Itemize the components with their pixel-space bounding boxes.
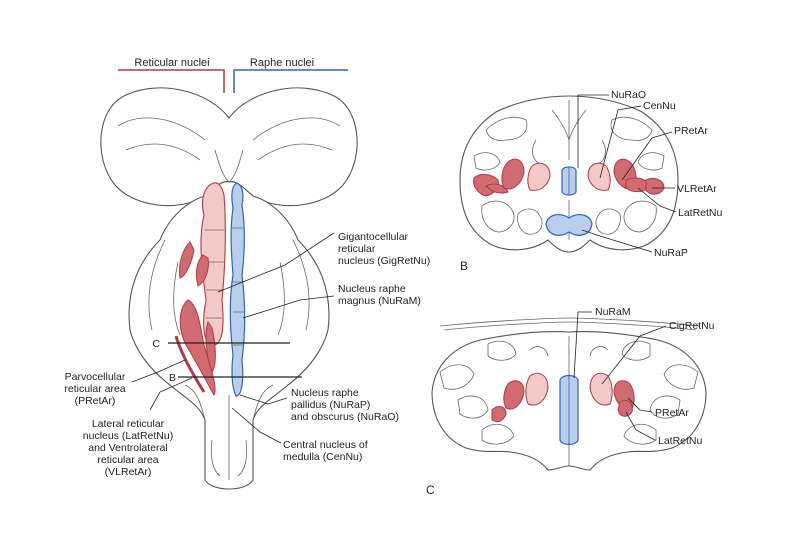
svg-text:Lateral reticular: Lateral reticular (92, 418, 165, 430)
svg-text:and obscurus (NuRaO): and obscurus (NuRaO) (291, 411, 399, 423)
svg-text:reticular area: reticular area (64, 383, 125, 395)
gigantocellular-reticular-nucleus (200, 182, 226, 346)
panel-a-brainstem-dorsal-view: C B Gigantocellular reticular nucleus (G… (64, 87, 430, 490)
svg-text:reticular area: reticular area (97, 454, 158, 466)
cennu-label-b: CenNu (643, 100, 676, 112)
level-b-marker: B (169, 372, 176, 384)
pretar-label-b: PRetAr (674, 125, 708, 137)
svg-text:(PRetAr): (PRetAr) (75, 395, 116, 407)
parvocellular-label: Parvocellular reticular area (PRetAr) (64, 371, 125, 407)
header-brackets: Reticular nuclei Raphe nuclei (118, 57, 348, 93)
nucleus-raphe-magnus-label: Nucleus raphe magnus (NuRaM) (338, 283, 421, 307)
nuram-label-c: NuRaM (595, 306, 631, 318)
ventrolateral-reticular-area-a (174, 335, 206, 393)
svg-text:pallidus (NuRaP): pallidus (NuRaP) (291, 399, 370, 411)
svg-text:Nucleus raphe: Nucleus raphe (338, 283, 406, 295)
latretnu-label-b: LatRetNu (678, 207, 723, 219)
svg-text:Gigantocellular: Gigantocellular (338, 231, 409, 243)
svg-text:magnus (NuRaM): magnus (NuRaM) (338, 295, 421, 307)
central-nucleus-b-left (527, 162, 551, 191)
level-c-marker: C (152, 338, 160, 350)
nucleus-raphe-pallidus-b (545, 214, 593, 236)
raphe-nuclei-header: Raphe nuclei (250, 57, 314, 69)
svg-text:reticular: reticular (338, 243, 376, 255)
reticular-strip-a (205, 320, 216, 374)
svg-text:Parvocellular: Parvocellular (65, 371, 126, 383)
nurap-label-b: NuRaP (654, 247, 688, 259)
raphe-column-a (229, 182, 246, 397)
ventrolateral-reticular-b-left (485, 183, 509, 194)
parvocellular-reticular-c-left (503, 380, 525, 410)
cigretnu-label-c: CigRetNu (669, 320, 715, 332)
pretar-label-c: PRetAr (655, 407, 689, 419)
lateral-reticular-nucleus-c-right (617, 399, 633, 417)
panel-c-cross-section: NuRaM CigRetNu PRetAr LatRetNu C (426, 306, 715, 497)
svg-text:nucleus (GigRetNu): nucleus (GigRetNu) (338, 255, 430, 267)
lateral-reticular-nucleus-c-left (491, 406, 507, 423)
reticular-patch-a (195, 254, 209, 287)
parvocellular-reticular-area-a (179, 241, 195, 279)
svg-text:and Ventrolateral: and Ventrolateral (88, 442, 167, 454)
nucleus-raphe-pallidus-label: Nucleus raphe pallidus (NuRaP) and obscu… (291, 387, 399, 423)
gigantocellular-reticular-c-left (525, 372, 549, 406)
svg-text:nucleus (LatRetNu): nucleus (LatRetNu) (83, 430, 173, 442)
panel-b-letter: B (460, 259, 468, 273)
panel-b-cross-section: NuRaO CenNu PRetAr VLRetAr LatRetNu NuRa… (459, 89, 723, 273)
vlretar-label-b: VLRetAr (677, 183, 717, 195)
parvocellular-reticular-b-left (501, 158, 525, 190)
svg-text:(VLRetAr): (VLRetAr) (105, 466, 152, 478)
lateral-reticular-label: Lateral reticular nucleus (LatRetNu) and… (83, 418, 173, 478)
panel-c-letter: C (426, 483, 435, 497)
lateral-reticular-nucleus-a (179, 299, 216, 397)
svg-text:medulla (CenNu): medulla (CenNu) (283, 451, 362, 463)
reticular-nuclei-header: Reticular nuclei (134, 57, 209, 69)
svg-text:Nucleus raphe: Nucleus raphe (291, 387, 359, 399)
gigantocellular-reticular-c-right (589, 372, 613, 406)
latretnu-label-c: LatRetNu (658, 435, 703, 447)
svg-text:Central nucleus of: Central nucleus of (283, 439, 368, 451)
central-nucleus-b-right (587, 162, 611, 191)
central-nucleus-label: Central nucleus of medulla (CenNu) (283, 439, 368, 463)
gigantocellular-label: Gigantocellular reticular nucleus (GigRe… (338, 231, 430, 267)
nurao-label-b: NuRaO (611, 89, 646, 101)
